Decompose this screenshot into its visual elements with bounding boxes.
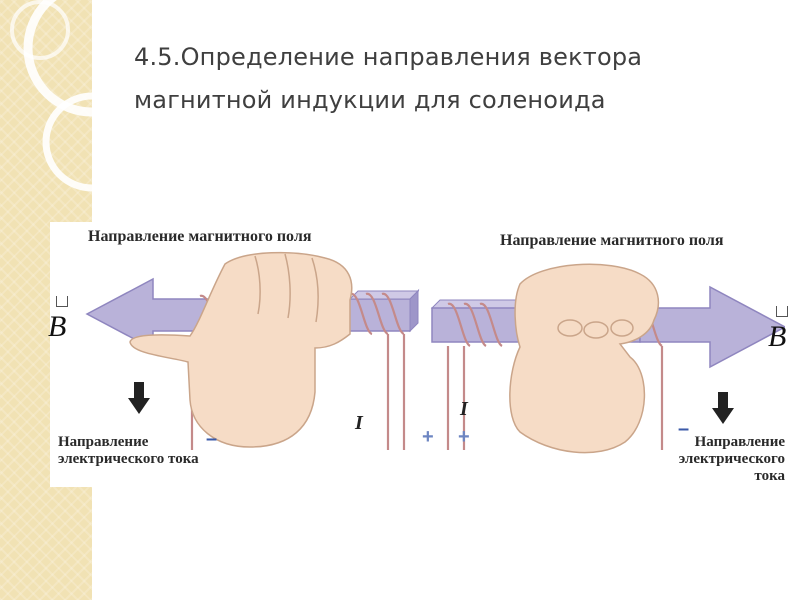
left-current-symbol: I [355, 412, 363, 434]
vector-hat-icon [776, 306, 788, 317]
solenoid-drawing [85, 251, 785, 454]
right-b-vector: B [768, 306, 788, 354]
slide-title: 4.5.Определение направления вектора магн… [134, 36, 774, 122]
right-coil-wire [446, 302, 664, 450]
right-current-label: Направление электрического тока [678, 434, 785, 484]
right-current-symbol: I [460, 398, 468, 420]
right-plus-sign: + [458, 426, 470, 448]
vector-hat-icon [56, 296, 68, 307]
left-current-label: Направление электрического тока [58, 434, 199, 467]
left-current-arrow [128, 382, 150, 414]
title-line-2: магнитной индукции для соленоида [134, 86, 606, 114]
left-b-vector: B [48, 296, 68, 344]
title-line-1: 4.5.Определение направления вектора [134, 43, 643, 71]
right-field-label: Направление магнитного поля [500, 232, 724, 249]
solenoid-figure: Направление магнитного поля Направление … [48, 222, 788, 487]
left-field-label: Направление магнитного поля [88, 228, 312, 245]
left-minus-sign: – [206, 428, 218, 450]
left-plus-sign: + [422, 426, 434, 448]
left-hand [129, 251, 353, 448]
right-hand [509, 263, 660, 454]
right-minus-sign: – [678, 418, 690, 440]
right-current-arrow [712, 392, 734, 424]
